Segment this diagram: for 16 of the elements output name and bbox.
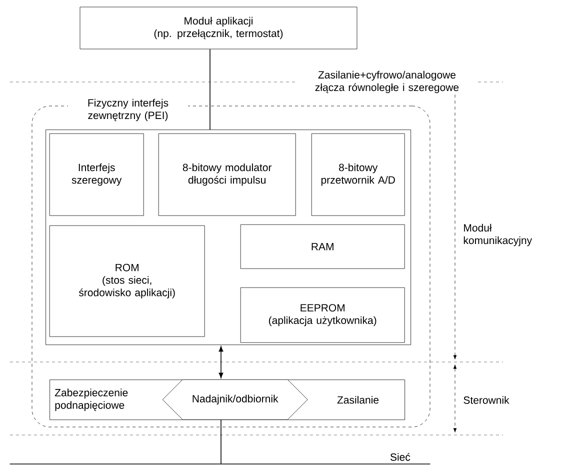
memory-box: EEPROM (aplikacja użytkownika) [240,287,405,343]
block-box: Interfejs szeregowy [49,133,144,216]
connector-line [220,419,222,464]
annotation-text: Zasilanie+cyfrowo/analogowe złącza równoległe i szeregowe [296,70,478,94]
transceiver-hexagon: Nadajnik/odbiornik [162,379,308,420]
frame-title: Fizyczny interfejs zewnętrzny (PEI) [68,98,188,122]
memory-box: RAM [240,224,405,269]
block-box: 8-bitowy przetwornik A/D [311,133,405,216]
module-box: Moduł aplikacji (np. przełącznik, termostat) [80,6,358,50]
arrow [218,346,224,378]
annotation-text: Moduł komunikacyjny [464,224,532,246]
network-line: Sieć [9,452,431,464]
memory-box: ROM (stos sieci, środowisko aplikacji) [49,225,205,337]
chip-box [46,130,411,345]
block-box: 8-bitowy modulator długości impulsu [158,133,296,216]
annotation-text: Sterownik [464,396,510,404]
